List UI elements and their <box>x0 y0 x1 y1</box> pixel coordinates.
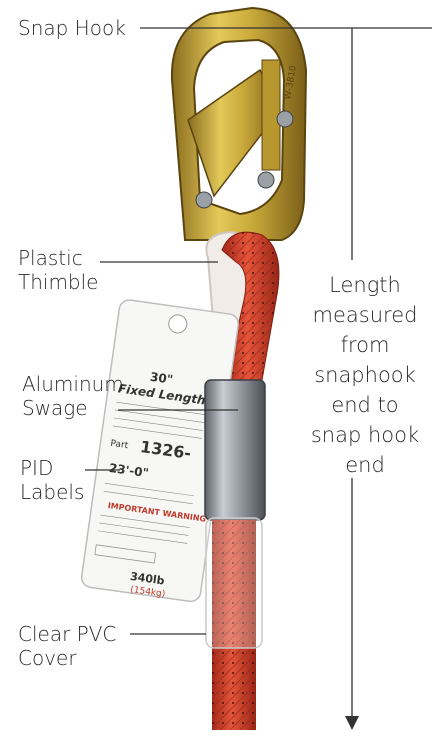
clear-pvc-cover <box>206 518 262 648</box>
plastic-thimble-label: Plastic Thimble <box>18 246 99 294</box>
aluminum-swage <box>205 380 265 520</box>
clear-pvc-cover-label: Clear PVC Cover <box>18 622 116 670</box>
length-measurement-note: Length measured from snaphook end to sna… <box>300 270 430 480</box>
length-arrow-head <box>345 716 359 730</box>
aluminum-swage-label: Aluminum Swage <box>22 372 124 420</box>
snap-hook: W-3810 <box>172 8 306 240</box>
pid-labels-label: PID Labels <box>20 456 84 504</box>
snap-hook-label: Snap Hook <box>18 16 126 40</box>
